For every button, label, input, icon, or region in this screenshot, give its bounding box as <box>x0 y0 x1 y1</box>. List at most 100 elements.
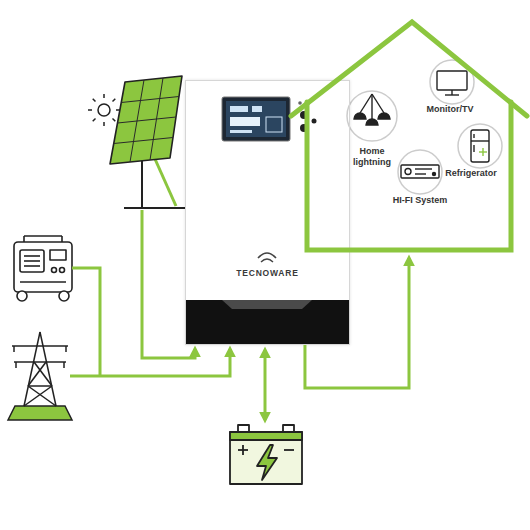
appliance-item: Monitor/TV <box>420 104 480 118</box>
node-label: HI-FI System <box>388 195 452 206</box>
generator-symbol <box>14 236 72 301</box>
fridge-handle <box>473 145 474 152</box>
lcd-display <box>226 101 286 137</box>
panel-grid-line <box>114 138 173 144</box>
hifi-display <box>415 168 432 169</box>
appliance-item: HI-FI System <box>388 195 452 209</box>
hifi-display <box>415 173 426 174</box>
hifi-symbol <box>401 165 439 178</box>
lamp-cord <box>372 94 384 113</box>
monitor-symbol <box>437 71 467 90</box>
battery-band <box>230 432 302 440</box>
generator-wheel <box>17 291 27 301</box>
fridge-symbol <box>471 130 489 162</box>
pylon-arm <box>12 345 68 347</box>
lcd-screen <box>222 97 290 141</box>
hifi-knob <box>433 173 436 176</box>
lamp-shade <box>366 119 378 125</box>
solar-wire <box>142 210 195 358</box>
pylon-arm <box>14 361 66 363</box>
generator-wheel <box>59 291 69 301</box>
supply-wires <box>70 210 265 420</box>
panel-post <box>141 160 143 207</box>
battery-wire <box>264 350 267 420</box>
node-label: Home lightning <box>346 146 398 167</box>
hifi-knob <box>405 169 411 175</box>
node-label: Monitor/TV <box>420 104 480 115</box>
sun-ray <box>103 94 105 98</box>
battery-minus-sign <box>284 449 294 451</box>
solar-panel-symbol <box>110 76 186 208</box>
lcd-icon <box>266 117 282 132</box>
icon-circle <box>398 150 442 194</box>
generator-panel <box>50 250 66 260</box>
monitor-symbol <box>445 94 459 95</box>
battery-symbol <box>230 425 302 484</box>
battery-body <box>230 432 302 484</box>
grid-wire <box>70 349 230 376</box>
generator-vent <box>24 255 40 257</box>
generator-frame <box>20 281 66 283</box>
pylon-insulator <box>13 346 15 352</box>
house-outline: Monitor/TV Home lightningRefrigeratorHI-F… <box>288 18 530 254</box>
lamp-cord <box>360 94 372 113</box>
inverter-face <box>185 80 350 345</box>
icon-circle <box>458 124 502 168</box>
lcd-segment <box>252 106 262 112</box>
lcd-segment <box>230 106 248 112</box>
panel-face <box>110 76 182 164</box>
generator-vent <box>24 265 40 267</box>
panel-base <box>124 207 186 209</box>
generator-body <box>14 242 72 292</box>
pylon-insulator <box>65 346 67 352</box>
battery-terminal <box>238 425 249 432</box>
sun-ray <box>88 109 92 111</box>
house-shape <box>288 18 530 254</box>
pylon-brace <box>28 386 56 406</box>
monitor-symbol <box>451 90 452 95</box>
sun-ray <box>93 99 96 102</box>
appliance-item: Refrigerator <box>438 168 504 182</box>
house-roof <box>291 22 527 116</box>
sun-disc <box>98 104 110 116</box>
generator-handle <box>23 236 25 242</box>
battery-terminal <box>283 425 294 432</box>
panel-grid-line <box>121 97 179 103</box>
sun-ray <box>93 119 96 122</box>
house-walls <box>307 102 511 250</box>
sun-ray <box>103 122 105 126</box>
node-label: Refrigerator <box>438 168 504 179</box>
battery-bolt <box>257 445 277 480</box>
panel-strut <box>155 159 176 206</box>
generator-wire <box>72 268 100 376</box>
panel-grid <box>114 78 179 162</box>
pylon-leg <box>24 332 40 406</box>
lamp-shade <box>378 113 390 119</box>
generator-socket <box>52 268 57 273</box>
brand-logo <box>258 253 276 258</box>
inverter-base <box>185 300 350 345</box>
power-connector <box>305 258 409 388</box>
control-button <box>312 119 317 124</box>
power-pylon-symbol <box>8 332 72 420</box>
battery-plus-sign <box>242 445 244 455</box>
appliance-item: Home lightning <box>346 146 398 172</box>
generator-vent <box>24 260 40 262</box>
inverter-panel <box>185 80 350 345</box>
brand-logo <box>261 259 273 262</box>
generator-handle <box>61 236 63 242</box>
icon-circle <box>347 91 397 141</box>
generator-handle <box>24 235 62 237</box>
lamp-cord <box>371 94 372 119</box>
pylon-brace <box>28 362 46 386</box>
pylon-brace <box>28 385 52 387</box>
pylon-leg <box>40 332 56 406</box>
generator-socket <box>60 268 65 273</box>
pylon-ground <box>8 406 72 420</box>
fridge-snowflake <box>479 151 487 152</box>
pylon-insulator <box>15 362 17 368</box>
status-led <box>298 101 302 105</box>
panel-grid-line <box>118 117 177 123</box>
fridge-symbol <box>471 140 489 141</box>
